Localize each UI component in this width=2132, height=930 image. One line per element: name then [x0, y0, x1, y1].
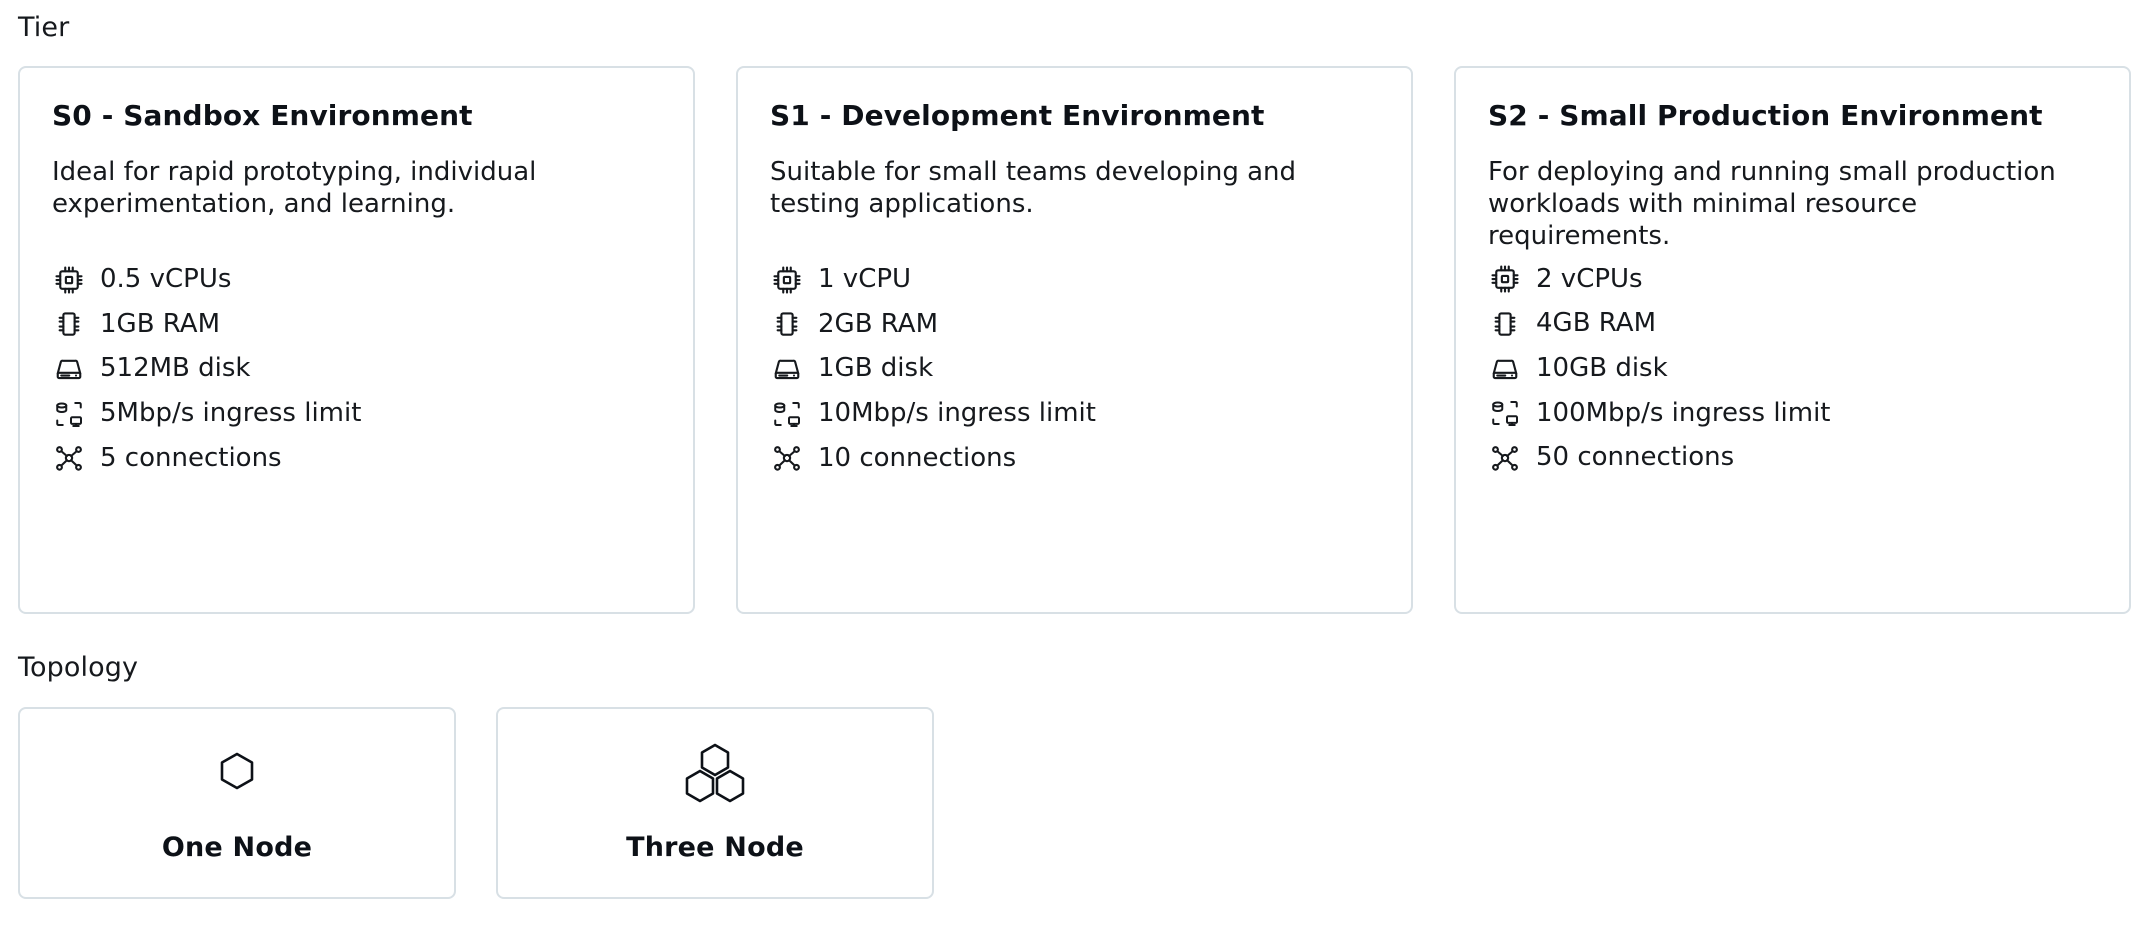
spec-row-connections: 5 connections	[52, 440, 661, 478]
connections-icon	[1488, 441, 1522, 475]
tier-card-description: Ideal for rapid prototyping, individual …	[52, 157, 537, 220]
disk-icon	[52, 352, 86, 386]
spec-row-disk: 10GB disk	[1488, 350, 2097, 388]
spec-label: 5 connections	[100, 442, 282, 473]
network-ingress-icon	[770, 397, 804, 431]
topology-card-three-node[interactable]: Three Node	[496, 706, 934, 899]
disk-icon	[770, 352, 804, 386]
spec-label: 2 vCPUs	[1536, 263, 1643, 294]
spec-label: 50 connections	[1536, 442, 1735, 473]
spec-row-disk: 1GB disk	[770, 350, 1379, 388]
spec-row-connections: 50 connections	[1488, 439, 2097, 477]
spec-label: 100Mbp/s ingress limit	[1536, 397, 1831, 428]
spec-row-connections: 10 connections	[770, 440, 1379, 478]
tier-card-description: Suitable for small teams developing and …	[770, 157, 1297, 220]
tier-card-s1[interactable]: S1 - Development Environment Suitable fo…	[736, 66, 1413, 615]
tier-card-s0[interactable]: S0 - Sandbox Environment Ideal for rapid…	[18, 66, 695, 615]
topology-card-one-node[interactable]: One Node	[18, 706, 456, 899]
cpu-icon	[1488, 262, 1522, 296]
tier-spec-list: 1 vCPU 2GB RAM	[770, 261, 1379, 477]
network-ingress-icon	[52, 397, 86, 431]
tier-section-label: Tier	[18, 12, 70, 43]
spec-row-disk: 512MB disk	[52, 350, 661, 388]
topology-card-label: Three Node	[626, 832, 804, 864]
spec-label: 4GB RAM	[1536, 308, 1657, 339]
spec-row-ingress: 10Mbp/s ingress limit	[770, 395, 1379, 433]
tier-spec-list: 2 vCPUs 4GB RAM	[1488, 261, 2097, 477]
spec-row-cpu: 2 vCPUs	[1488, 261, 2097, 299]
cpu-icon	[770, 263, 804, 297]
tier-card-title: S0 - Sandbox Environment	[52, 99, 473, 133]
triple-hexagon-icon	[678, 742, 752, 806]
memory-icon	[1488, 307, 1522, 341]
spec-label: 10Mbp/s ingress limit	[818, 397, 1096, 428]
spec-row-memory: 1GB RAM	[52, 306, 661, 344]
tier-card-description: For deploying and running small producti…	[1488, 157, 2056, 251]
tier-card-list: S0 - Sandbox Environment Ideal for rapid…	[18, 66, 2131, 615]
disk-icon	[1488, 352, 1522, 386]
cpu-icon	[52, 263, 86, 297]
network-ingress-icon	[1488, 396, 1522, 430]
spec-label: 10GB disk	[1536, 352, 1668, 383]
tier-card-title: S1 - Development Environment	[770, 99, 1265, 133]
spec-row-cpu: 0.5 vCPUs	[52, 261, 661, 299]
spec-label: 1 vCPU	[818, 263, 912, 294]
spec-label: 2GB RAM	[818, 308, 939, 339]
tier-card-s2[interactable]: S2 - Small Production Environment For de…	[1454, 66, 2131, 615]
spec-row-memory: 2GB RAM	[770, 306, 1379, 344]
topology-section: Topology One Node Three	[18, 640, 2114, 899]
spec-label: 0.5 vCPUs	[100, 263, 232, 294]
spec-label: 512MB disk	[100, 353, 251, 384]
spec-row-ingress: 5Mbp/s ingress limit	[52, 395, 661, 433]
spec-row-cpu: 1 vCPU	[770, 261, 1379, 299]
spec-row-ingress: 100Mbp/s ingress limit	[1488, 395, 2097, 433]
connections-icon	[52, 441, 86, 475]
spec-label: 10 connections	[818, 442, 1017, 473]
tier-spec-list: 0.5 vCPUs 1GB RAM	[52, 261, 661, 477]
tier-card-title: S2 - Small Production Environment	[1488, 99, 2043, 133]
memory-icon	[770, 307, 804, 341]
connections-icon	[770, 441, 804, 475]
spec-label: 1GB RAM	[100, 308, 221, 339]
spec-label: 1GB disk	[818, 353, 934, 384]
single-hexagon-icon	[214, 742, 260, 806]
topology-card-list: One Node Three Node	[18, 706, 2114, 899]
spec-row-memory: 4GB RAM	[1488, 305, 2097, 343]
spec-label: 5Mbp/s ingress limit	[100, 397, 362, 428]
topology-section-label: Topology	[18, 652, 139, 684]
memory-icon	[52, 307, 86, 341]
topology-card-label: One Node	[161, 832, 313, 864]
